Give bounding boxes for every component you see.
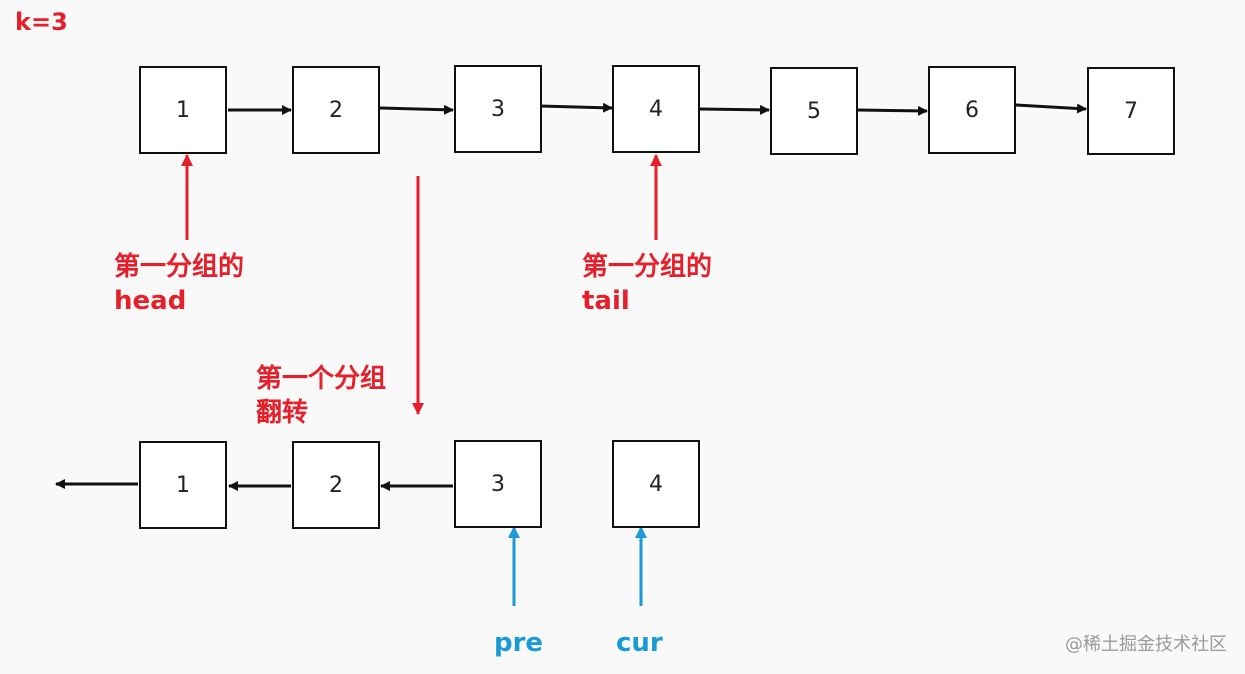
top-node-6: 6 — [928, 66, 1016, 154]
top-node-5: 5 — [770, 67, 858, 155]
top-node-1: 1 — [139, 66, 227, 154]
reverse-label-line1: 第一个分组 — [256, 364, 387, 394]
link-arrow-5-6 — [857, 105, 928, 116]
top-node-7: 7 — [1087, 67, 1175, 155]
tail-label-line2: tail — [582, 286, 630, 316]
link-arrow-3-4 — [539, 102, 613, 113]
tail-label-line1: 第一分组的 — [582, 252, 713, 282]
link-arrow-2-3 — [379, 104, 454, 115]
bottom-node-1: 1 — [139, 441, 227, 529]
head-label-line1: 第一分组的 — [114, 252, 245, 282]
cur-label: cur — [616, 628, 663, 658]
head-label-line2: head — [114, 286, 187, 316]
k-value-label: k=3 — [15, 8, 68, 36]
bottom-node-3: 3 — [454, 440, 542, 528]
bottom-node-2: 2 — [292, 441, 380, 529]
reverse-label-line2: 翻转 — [256, 398, 309, 428]
link-arrow-6-7 — [1014, 103, 1087, 114]
top-node-3: 3 — [454, 65, 542, 153]
link-arrow-4-5 — [699, 104, 770, 115]
bottom-node-4: 4 — [612, 440, 700, 528]
top-node-4: 4 — [612, 65, 700, 153]
watermark: @稀土掘金技术社区 — [1065, 634, 1227, 655]
pre-label: pre — [494, 628, 544, 658]
top-node-2: 2 — [292, 66, 380, 154]
